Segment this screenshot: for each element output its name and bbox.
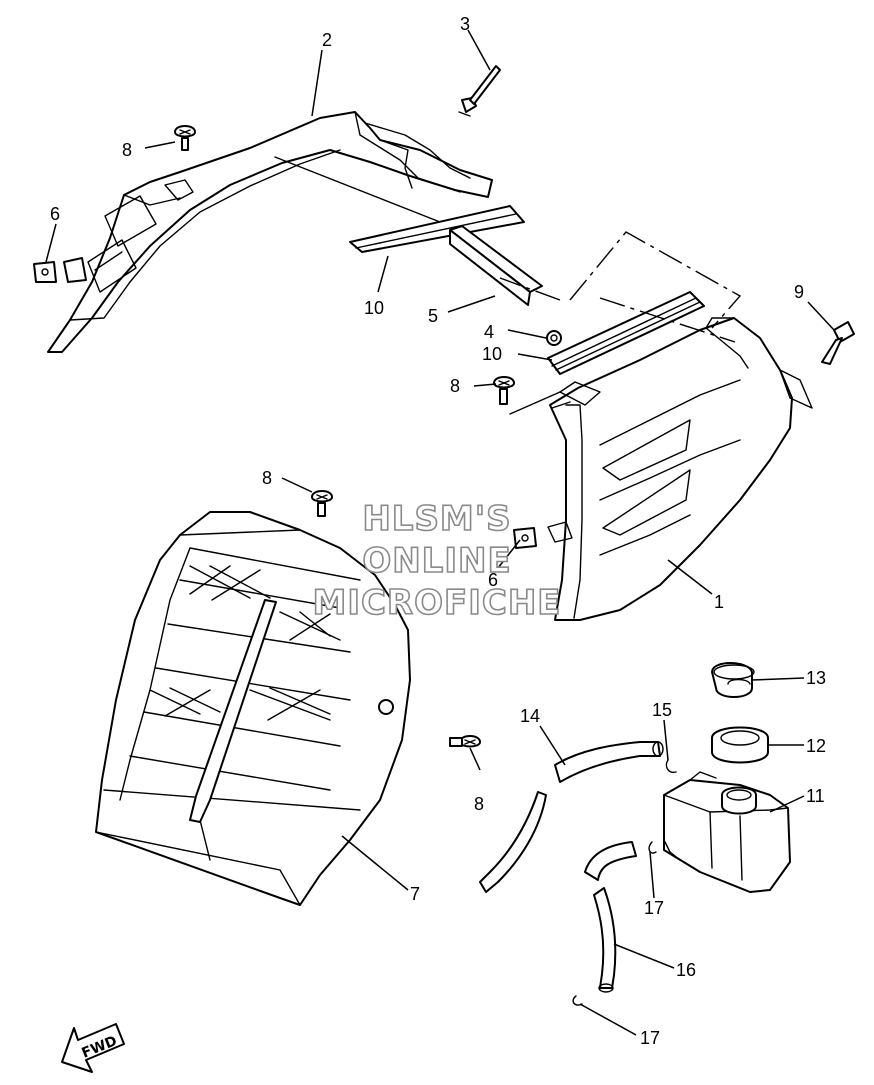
callout-5: 5 [428,306,438,326]
shroud-part-1 [547,317,813,621]
watermark-line-3: MICROFICHE [312,583,561,623]
callout-16: 16 [676,960,696,980]
assembly-line-bracket [509,391,561,415]
callout-2: 2 [322,30,332,50]
clip-part-17-upper [648,841,657,854]
watermark: HLSM'S ONLINE MICROFICHE [312,498,562,624]
callout-9: 9 [794,282,804,302]
watermark-line-1: HLSM'S [362,499,511,539]
reservoir-tank-part-11 [663,771,791,893]
callout-8c: 8 [262,468,272,488]
bolt-part-9 [821,321,855,365]
hose-part-16 [584,841,637,993]
cap-part-13 [711,662,755,698]
screw-part-8-d [449,735,481,748]
clip-nut-part-6-left [33,257,87,283]
callout-3: 3 [460,14,470,34]
trim-strip-part-10-lower [547,291,705,375]
trim-strip-part-10-upper [349,205,525,253]
callout-10a: 10 [364,298,384,318]
callout-14: 14 [520,706,540,726]
hose-part-14 [479,741,664,893]
callout-13: 13 [806,668,826,688]
rivet-part-3 [458,65,501,117]
callout-17a: 17 [644,898,664,918]
leader-lines [45,29,835,1036]
filler-neck-part-12 [711,726,769,764]
screw-part-8-a [174,125,196,151]
callout-6b: 6 [488,570,498,590]
callout-numbers: 2 3 8 6 10 5 4 10 8 9 8 6 1 8 13 14 15 1… [50,14,826,1048]
screw-part-8-b [493,376,515,405]
callout-12: 12 [806,736,826,756]
upper-cover-part-2 [47,111,493,353]
callout-17b: 17 [640,1028,660,1048]
clip-part-15 [665,759,677,774]
callout-11: 11 [806,786,825,806]
callout-7: 7 [410,884,420,904]
grille-part-7 [95,511,411,906]
callout-6a: 6 [50,204,60,224]
callout-10b: 10 [482,344,502,364]
screw-part-8-c [311,490,333,517]
callout-8b: 8 [450,376,460,396]
nut-part-4 [546,330,562,346]
callout-15: 15 [652,700,672,720]
clip-nut-part-6-right [513,527,537,549]
watermark-line-2: ONLINE [362,541,511,581]
callout-8a: 8 [122,140,132,160]
dashed-reference-line-2 [599,297,736,343]
callout-4: 4 [484,322,494,342]
callout-8d: 8 [474,794,484,814]
dashed-reference-line-3 [499,277,561,301]
pad-part-5 [449,225,543,306]
dashed-reference-line-1 [569,231,742,329]
callout-1: 1 [714,592,724,612]
forward-arrow-icon: FWD [61,1023,125,1073]
